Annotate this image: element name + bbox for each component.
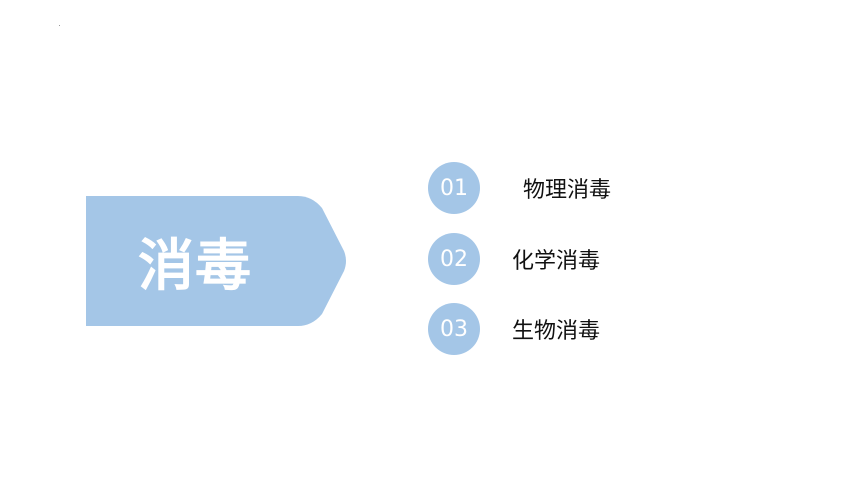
number-badge-2: 02 bbox=[428, 233, 480, 285]
slide-title: 消毒 bbox=[138, 233, 252, 299]
number-badge-1: 01 bbox=[428, 162, 480, 214]
number-badge-3: 03 bbox=[428, 303, 480, 355]
title-banner: 消毒 bbox=[86, 196, 348, 326]
list-item-3: 03 生物消毒 bbox=[428, 303, 600, 355]
item-label-3: 生物消毒 bbox=[512, 319, 601, 344]
item-label-1: 物理消毒 bbox=[523, 178, 612, 203]
list-item-2: 02 化学消毒 bbox=[428, 233, 600, 285]
decorative-dot bbox=[59, 25, 60, 26]
list-item-1: 01 物理消毒 bbox=[428, 162, 611, 214]
arrow-banner-shape bbox=[86, 196, 346, 326]
item-label-2: 化学消毒 bbox=[512, 249, 601, 274]
